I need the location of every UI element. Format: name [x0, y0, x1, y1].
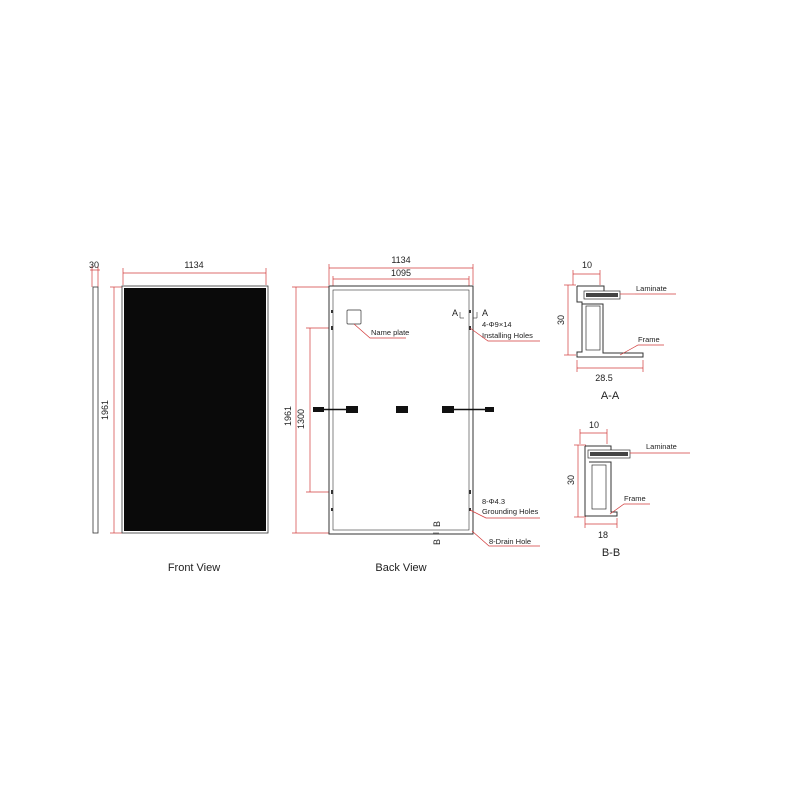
solar-panel-surface	[124, 288, 266, 531]
bb-bottom-dimension: 18	[598, 530, 608, 540]
section-a-marker-left: A	[452, 308, 458, 318]
hole-spacing-dimension: 1300	[296, 409, 306, 429]
thickness-dimension: 30	[89, 260, 99, 270]
bb-caption: B-B	[602, 547, 620, 559]
installing-holes-spec: 4-Φ9×14	[482, 320, 512, 329]
junction-box-cables	[313, 406, 494, 413]
section-b-marker-left: B	[432, 539, 442, 545]
bb-height-dimension: 30	[566, 475, 576, 485]
back-view: 1134 1095 1961 1300	[283, 255, 540, 574]
back-outer-width-dimension: 1134	[391, 255, 410, 265]
aa-height-dimension: 30	[556, 315, 566, 325]
nameplate-label: Name plate	[371, 328, 409, 337]
bb-frame-label: Frame	[624, 494, 646, 503]
aa-laminate-label: Laminate	[636, 284, 667, 293]
grounding-holes-spec: 8-Φ4.3	[482, 497, 505, 506]
back-inner-width-dimension: 1095	[391, 268, 411, 278]
side-profile-outline	[92, 286, 99, 534]
section-aa-detail: 10 30 Laminate Frame 28.5 A-A	[556, 260, 676, 402]
aa-bottom-dimension: 28.5	[595, 373, 613, 383]
aa-frame-label: Frame	[638, 335, 660, 344]
nameplate	[346, 309, 362, 325]
section-b-marker-right: B	[432, 521, 442, 527]
grounding-holes-label: Grounding Holes	[482, 507, 539, 516]
back-height-dimension: 1961	[283, 406, 293, 426]
bb-top-dimension: 10	[589, 420, 599, 430]
front-view-caption: Front View	[168, 562, 220, 574]
side-profile: 30 1961	[89, 260, 122, 534]
front-height-dimension: 1961	[100, 400, 110, 420]
back-view-caption: Back View	[375, 562, 426, 574]
installing-holes-label: Installing Holes	[482, 331, 533, 340]
bb-laminate-label: Laminate	[646, 442, 677, 451]
section-a-marker-right: A	[482, 308, 488, 318]
drain-hole-label: 8-Drain Hole	[489, 537, 531, 546]
section-bb-detail: 10 30 Laminate Frame 18 B-B	[566, 420, 690, 559]
aa-top-dimension: 10	[582, 260, 592, 270]
aa-caption: A-A	[601, 390, 620, 402]
front-view: 1134 Front View	[121, 260, 269, 574]
front-width-dimension: 1134	[184, 260, 203, 270]
